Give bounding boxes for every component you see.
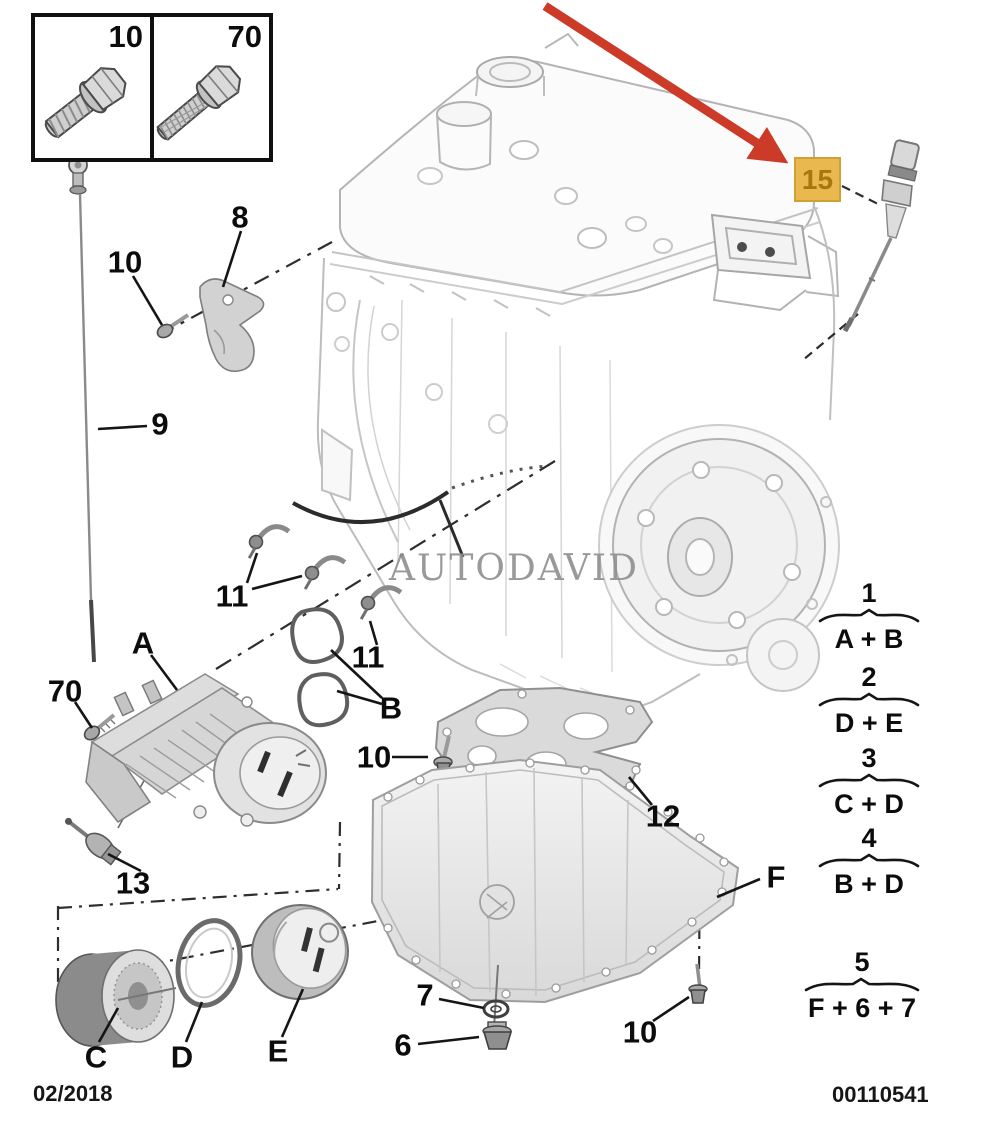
legend-group-3: 3 C + D — [817, 744, 921, 819]
legend-4-number: 4 — [861, 823, 877, 853]
sump-part — [370, 758, 740, 1004]
inset-long-bolt-label: 70 — [227, 19, 262, 54]
dipstick-part — [68, 155, 96, 663]
sump-bolt-part — [688, 963, 708, 1004]
filter-element-part — [55, 949, 177, 1047]
brace-icon — [818, 608, 920, 623]
legend-3-combo: C + D — [834, 789, 904, 820]
inset-bolt-70-icon — [156, 65, 242, 141]
legend-1-combo: A + B — [834, 624, 904, 655]
oil-level-sensor-part — [842, 139, 920, 333]
filter-seal-part — [175, 918, 243, 1008]
brace-icon — [818, 692, 920, 707]
inset-cell-long-bolt: 70 — [150, 17, 269, 158]
bolt-inset-panel: 10 70 — [31, 13, 273, 162]
cooler-bolt-part — [83, 713, 116, 741]
legend-4-combo: B + D — [834, 869, 904, 900]
fork-part — [199, 278, 265, 373]
clip-parts — [247, 524, 403, 620]
gasket-parts — [290, 607, 350, 728]
brace-icon — [804, 977, 920, 992]
legend-group-1: 1 A + B — [817, 579, 921, 654]
part-15-highlight-badge: 15 — [794, 157, 841, 202]
part-15-label: 15 — [801, 163, 834, 195]
inset-cell-short-bolt: 10 — [35, 17, 150, 158]
brace-icon — [818, 853, 920, 868]
legend-3-number: 3 — [861, 743, 877, 773]
legend-group-2: 2 D + E — [817, 663, 921, 738]
inset-bolt-10-icon — [44, 67, 127, 139]
filter-cap-part — [251, 903, 349, 1001]
oil-cooler-part — [85, 673, 327, 827]
watermark-text: AUTODAVID — [389, 548, 640, 589]
fork-bolt-part — [156, 313, 190, 339]
legend-5-combo: F + 6 + 7 — [807, 993, 917, 1024]
legend-5-number: 5 — [854, 947, 870, 977]
engine-block-art — [316, 32, 840, 711]
leader-lines — [73, 230, 761, 1046]
brace-icon — [818, 773, 920, 788]
legend-group-5: 5 F + 6 + 7 — [803, 948, 921, 1023]
engine-accent-lines — [292, 464, 549, 558]
document-number: 00110541 — [832, 1082, 929, 1107]
legend-2-combo: D + E — [834, 708, 904, 739]
legend-1-number: 1 — [861, 578, 877, 608]
inset-short-bolt-label: 10 — [108, 19, 143, 54]
oil-pressure-switch-part — [64, 817, 122, 866]
legend-2-number: 2 — [861, 662, 877, 692]
revision-date: 02/2018 — [33, 1081, 113, 1106]
legend-group-4: 4 B + D — [817, 824, 921, 899]
drain-plug-parts — [482, 964, 513, 1050]
